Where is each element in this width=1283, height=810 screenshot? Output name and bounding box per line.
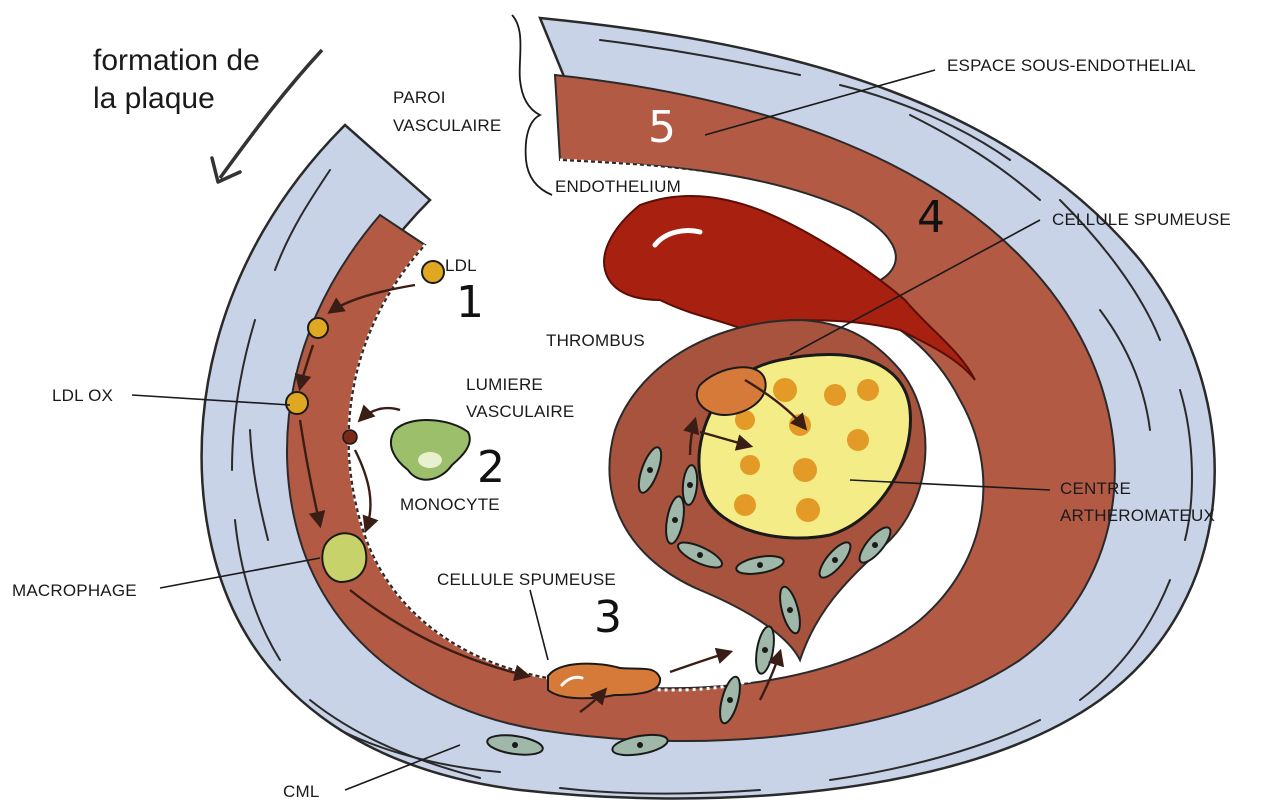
centre-label-2: ARTHEROMATEUX — [1060, 506, 1215, 525]
paroi-label-1: PAROI — [393, 88, 446, 107]
thrombus-label: THROMBUS — [546, 331, 645, 350]
step-4: 4 — [917, 192, 945, 243]
cellule-spumeuse-top-label: CELLULE SPUMEUSE — [1052, 210, 1231, 229]
monocyte-cell — [391, 420, 470, 480]
step-1: 1 — [456, 277, 484, 328]
step-5: 5 — [648, 102, 676, 153]
title-line2: la plaque — [93, 82, 215, 115]
espace-label: ESPACE SOUS-ENDOTHELIAL — [947, 56, 1196, 75]
step-3: 3 — [594, 592, 622, 643]
step-2: 2 — [477, 442, 505, 493]
centre-label-1: CENTRE — [1060, 479, 1131, 498]
oxidized-ldl-dark — [343, 430, 357, 444]
cml-label: CML — [283, 782, 320, 801]
macrophage-label: MACROPHAGE — [12, 581, 137, 600]
monocyte-nucleus — [418, 452, 442, 468]
ldl-ox-label: LDL OX — [52, 386, 113, 405]
macrophage-cell — [322, 533, 366, 582]
lumiere-label-1: LUMIERE — [466, 375, 543, 394]
title-line1: formation de — [93, 44, 260, 77]
cellule-spumeuse-mid-label: CELLULE SPUMEUSE — [437, 570, 616, 589]
endothelium-label: ENDOTHELIUM — [555, 177, 681, 196]
lumiere-label-2: VASCULAIRE — [466, 402, 574, 421]
paroi-brace — [512, 15, 552, 195]
monocyte-label: MONOCYTE — [400, 495, 500, 514]
ldl-label: LDL — [445, 256, 477, 275]
paroi-label-2: VASCULAIRE — [393, 116, 501, 135]
